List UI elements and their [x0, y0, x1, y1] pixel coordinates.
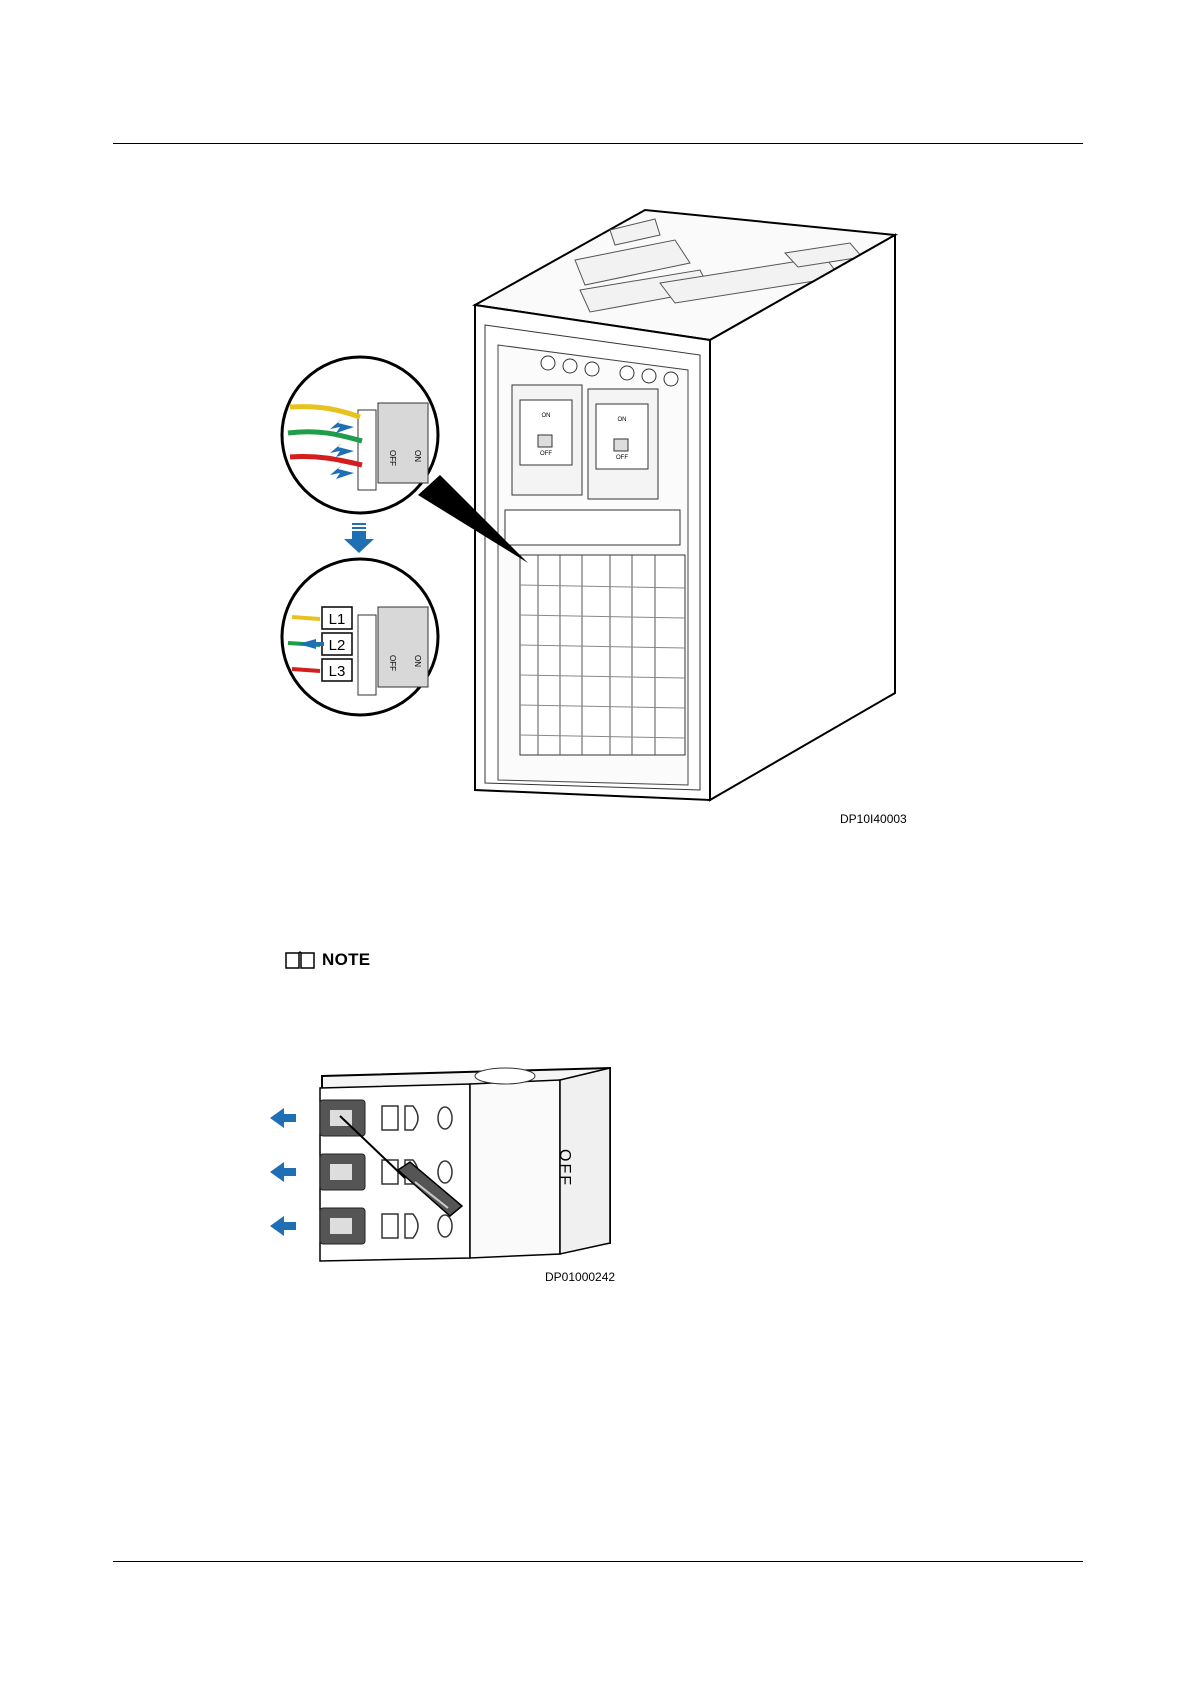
switch-off-label-1: OFF — [388, 450, 397, 466]
footer-rule — [113, 1561, 1083, 1562]
callout-before: OFF ON — [282, 357, 438, 513]
header-rule — [113, 143, 1083, 144]
label-l3: L3 — [322, 659, 352, 681]
cabinet-illustration: ON OFF ON OFF OFF ON — [280, 205, 920, 805]
breaker-illustration: OFF — [270, 1058, 630, 1268]
svg-text:L1: L1 — [329, 611, 346, 628]
callout-after: OFF ON L1 L2 L3 — [282, 559, 438, 715]
note-heading: NOTE — [284, 950, 370, 970]
panel-off-label-1: OFF — [540, 451, 552, 457]
panel-on-label-2: ON — [618, 417, 627, 423]
book-icon — [284, 950, 316, 970]
switch-on-label-1: ON — [413, 450, 422, 462]
pull-arrows — [270, 1108, 296, 1236]
panel-on-label-1: ON — [542, 413, 551, 419]
figure1-code: DP10I40003 — [840, 812, 907, 826]
switch-off-label-2: OFF — [388, 655, 397, 671]
down-arrow-icon — [344, 523, 374, 553]
cabinet-figure: ON OFF ON OFF OFF ON — [280, 205, 920, 805]
figure2-code: DP01000242 — [545, 1270, 615, 1284]
svg-text:L3: L3 — [329, 663, 346, 680]
note-label: NOTE — [322, 950, 370, 970]
breaker-figure: OFF — [270, 1058, 630, 1268]
label-l2: L2 — [322, 633, 352, 655]
breaker-off-label: OFF — [556, 1149, 573, 1187]
svg-text:L2: L2 — [329, 637, 346, 654]
label-l1: L1 — [322, 607, 352, 629]
switch-on-label-2: ON — [413, 655, 422, 667]
panel-off-label-2: OFF — [616, 455, 628, 461]
